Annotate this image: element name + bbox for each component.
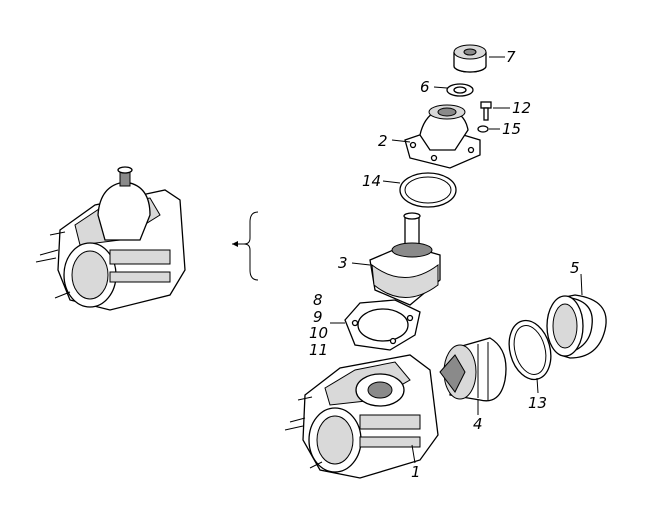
callout-10: 10	[309, 324, 328, 342]
callout-15: 15	[502, 120, 521, 138]
part-15-washer	[477, 125, 489, 133]
leader-lines	[330, 56, 583, 464]
callout-4: 4	[473, 415, 483, 433]
part-6-seal	[446, 83, 474, 97]
callout-8: 8	[313, 291, 323, 309]
assembled-unit	[35, 166, 186, 311]
part-3-gear	[369, 212, 441, 306]
callout-9: 9	[313, 308, 323, 326]
callout-5: 5	[570, 259, 580, 277]
part-1-housing	[284, 354, 439, 479]
assembly-brace	[232, 211, 259, 281]
part-7-cap	[453, 44, 487, 73]
callout-1: 1	[411, 463, 421, 481]
callout-14: 14	[362, 172, 381, 190]
callout-labels: 7 6 12 15 2 14 3 8 9 10 11 5 13 4 1	[309, 48, 580, 481]
callout-6: 6	[420, 78, 430, 96]
callout-11: 11	[309, 341, 328, 359]
part-14-oring	[399, 172, 457, 208]
part-2-cover	[404, 104, 481, 169]
callout-3: 3	[338, 254, 348, 272]
part-4-pinion	[439, 337, 507, 402]
part-13-ring	[508, 319, 552, 381]
callout-12: 12	[512, 99, 531, 117]
callout-2: 2	[378, 132, 388, 150]
callout-7: 7	[506, 48, 516, 66]
part-5-bearing	[546, 294, 607, 359]
part-12-bolt	[480, 101, 492, 121]
part-8-11-gasket	[344, 299, 421, 351]
callout-13: 13	[528, 394, 547, 412]
